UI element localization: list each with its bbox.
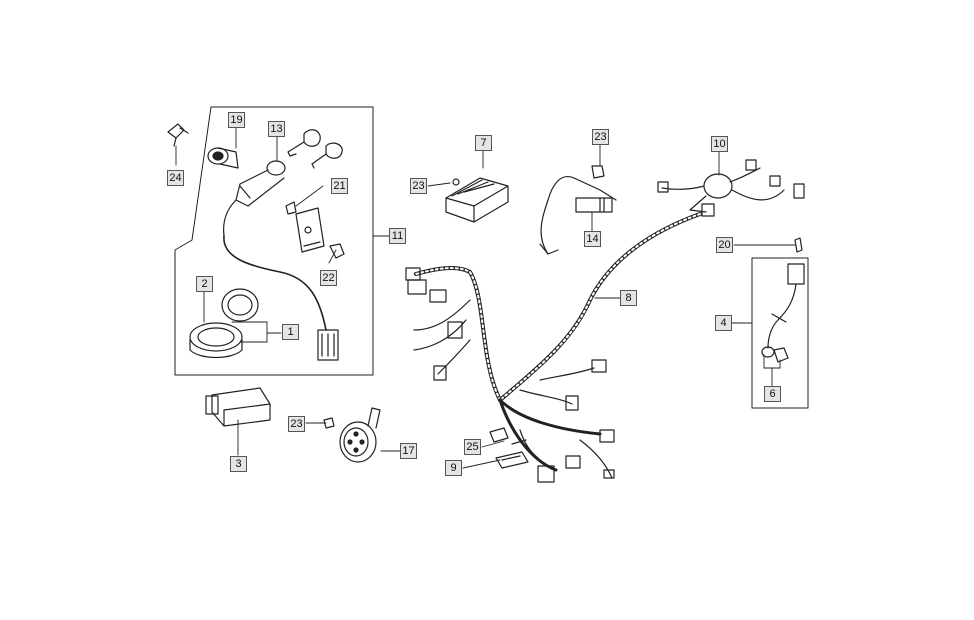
callout-23-relay[interactable]: 23	[592, 129, 609, 145]
callout-23-regulator[interactable]: 23	[410, 178, 427, 194]
ignition-wire	[223, 235, 339, 361]
part-6-nut	[773, 347, 789, 363]
part-9-fuse-holder	[495, 451, 529, 469]
part-8-main-harness	[405, 212, 702, 483]
callout-20[interactable]: 20	[716, 237, 733, 253]
callout-19[interactable]: 19	[228, 112, 245, 128]
keys	[287, 129, 343, 169]
part-13-ignition-switch	[223, 160, 286, 237]
callout-13[interactable]: 13	[268, 121, 285, 137]
callout-21[interactable]: 21	[331, 178, 348, 194]
part-17-horn	[339, 407, 381, 463]
callout-25[interactable]: 25	[464, 439, 481, 455]
callout-2[interactable]: 2	[196, 276, 213, 292]
callout-22[interactable]: 22	[320, 270, 337, 286]
callout-3[interactable]: 3	[230, 456, 247, 472]
callout-24[interactable]: 24	[167, 170, 184, 186]
ignition-bracket	[295, 207, 325, 253]
callout-9[interactable]: 9	[445, 460, 462, 476]
part-23-nut-regulator	[591, 165, 605, 179]
part-4-group-box	[751, 257, 809, 409]
callout-4[interactable]: 4	[715, 315, 732, 331]
part-4-sensor	[761, 263, 805, 358]
callout-7[interactable]: 7	[475, 135, 492, 151]
part-7-regulator	[445, 177, 509, 223]
callout-1[interactable]: 1	[282, 324, 299, 340]
part-22-clip	[329, 243, 345, 259]
callout-14[interactable]: 14	[584, 231, 601, 247]
part-1-2-ring-cover	[189, 288, 259, 359]
part-25-fuse	[489, 427, 527, 445]
part-3-cdi-unit	[205, 387, 271, 427]
part-14-relay	[539, 176, 617, 255]
callout-11[interactable]: 11	[389, 228, 406, 244]
callout-23-horn[interactable]: 23	[288, 416, 305, 432]
ignition-kit-enclosure	[174, 106, 374, 376]
part-19-lock	[207, 147, 239, 169]
part-20-clip	[794, 237, 803, 253]
part-24-clip	[167, 123, 189, 147]
part-10-filter	[657, 159, 805, 217]
callout-8[interactable]: 8	[620, 290, 637, 306]
part-21-screw	[285, 201, 297, 215]
callout-6[interactable]: 6	[764, 386, 781, 402]
callout-17[interactable]: 17	[400, 443, 417, 459]
callout-10[interactable]: 10	[711, 136, 728, 152]
part-23-nut-horn	[323, 417, 335, 429]
leader-lines	[175, 127, 796, 469]
